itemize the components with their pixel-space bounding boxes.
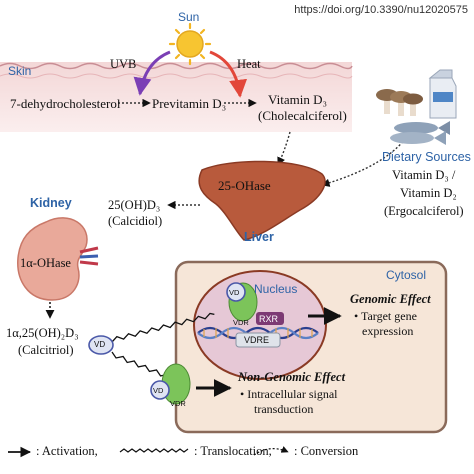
legend-symbols — [8, 446, 289, 458]
calcitriol-name: 1α,25(OH)₂D₃ — [6, 326, 79, 340]
vd-label-free: VD — [94, 340, 106, 349]
legend-activation: : Activation, — [36, 444, 98, 458]
kidney-icon — [17, 217, 99, 301]
uvb-arrow — [133, 50, 171, 96]
skin-label: Skin — [8, 64, 32, 78]
cytosol-label: Cytosol — [386, 268, 427, 282]
calcidiol-alias: (Calcidiol) — [108, 214, 163, 228]
nongenomic-effect-bullet-cont: transduction — [254, 402, 314, 416]
legend-translocation: : Translocation, — [194, 444, 272, 458]
receptor-complex-membrane — [150, 363, 191, 405]
dietary-title: Dietary Sources — [382, 150, 471, 164]
receptor-complex-nucleus — [226, 282, 284, 348]
vitd3-to-liver-arrow — [277, 131, 291, 166]
vd-label-membrane: VD — [153, 386, 164, 395]
kidney-label: Kidney — [30, 196, 72, 210]
nongenomic-effect-title: Non-Genomic Effect — [238, 370, 346, 384]
free-vd-molecule — [88, 335, 114, 355]
vdr-label-membrane: VDR — [170, 399, 186, 408]
genomic-effect-bullet: • Target gene — [354, 309, 417, 323]
calcitriol-alias: (Calcitriol) — [18, 343, 74, 357]
sun-icon — [168, 22, 212, 66]
vdr-label-nucleus: VDR — [233, 318, 249, 327]
sun-label: Sun — [178, 10, 200, 24]
vd-label-nucleus: VD — [229, 288, 240, 297]
nucleus-label: Nucleus — [254, 282, 298, 296]
dehydrocholesterol-label: 7-dehydrocholesterol — [10, 96, 121, 111]
liver-enzyme-label: 25-OHase — [218, 178, 271, 193]
vdre-label: VDRE — [244, 335, 270, 345]
skin-layer — [0, 62, 353, 132]
liver-icon — [198, 160, 326, 241]
translocation-arrow-nucleus — [111, 312, 215, 343]
doi-link[interactable]: https://doi.org/10.3390/nu12020575 — [294, 4, 468, 16]
rxr-label: RXR — [259, 314, 279, 324]
dietary-line1: Vitamin D₃ / — [392, 168, 456, 182]
nongenomic-effect-bullet: • Intracellular signal — [240, 387, 338, 401]
kidney-enzyme-label: 1α-OHase — [20, 256, 71, 270]
genomic-effect-title: Genomic Effect — [350, 292, 431, 306]
dietary-line3: (Ergocalciferol) — [384, 204, 464, 218]
vitamin-d3-label: Vitamin D₃ — [268, 92, 327, 107]
legend-conversion: : Conversion — [294, 444, 359, 458]
heat-label: Heat — [237, 57, 261, 71]
liver-label: Liver — [244, 230, 274, 244]
cholecalciferol-label: (Cholecalciferol) — [258, 108, 347, 123]
previtamin-label: Previtamin D₃ — [152, 96, 227, 111]
dietary-food-icon — [376, 69, 457, 145]
genomic-effect-bullet-cont: expression — [362, 324, 414, 338]
uvb-label: UVB — [110, 57, 137, 71]
heat-arrow — [209, 50, 248, 98]
dietary-line2: Vitamin D₂ — [400, 186, 457, 200]
calcidiol-name: 25(OH)D₃ — [108, 198, 161, 212]
